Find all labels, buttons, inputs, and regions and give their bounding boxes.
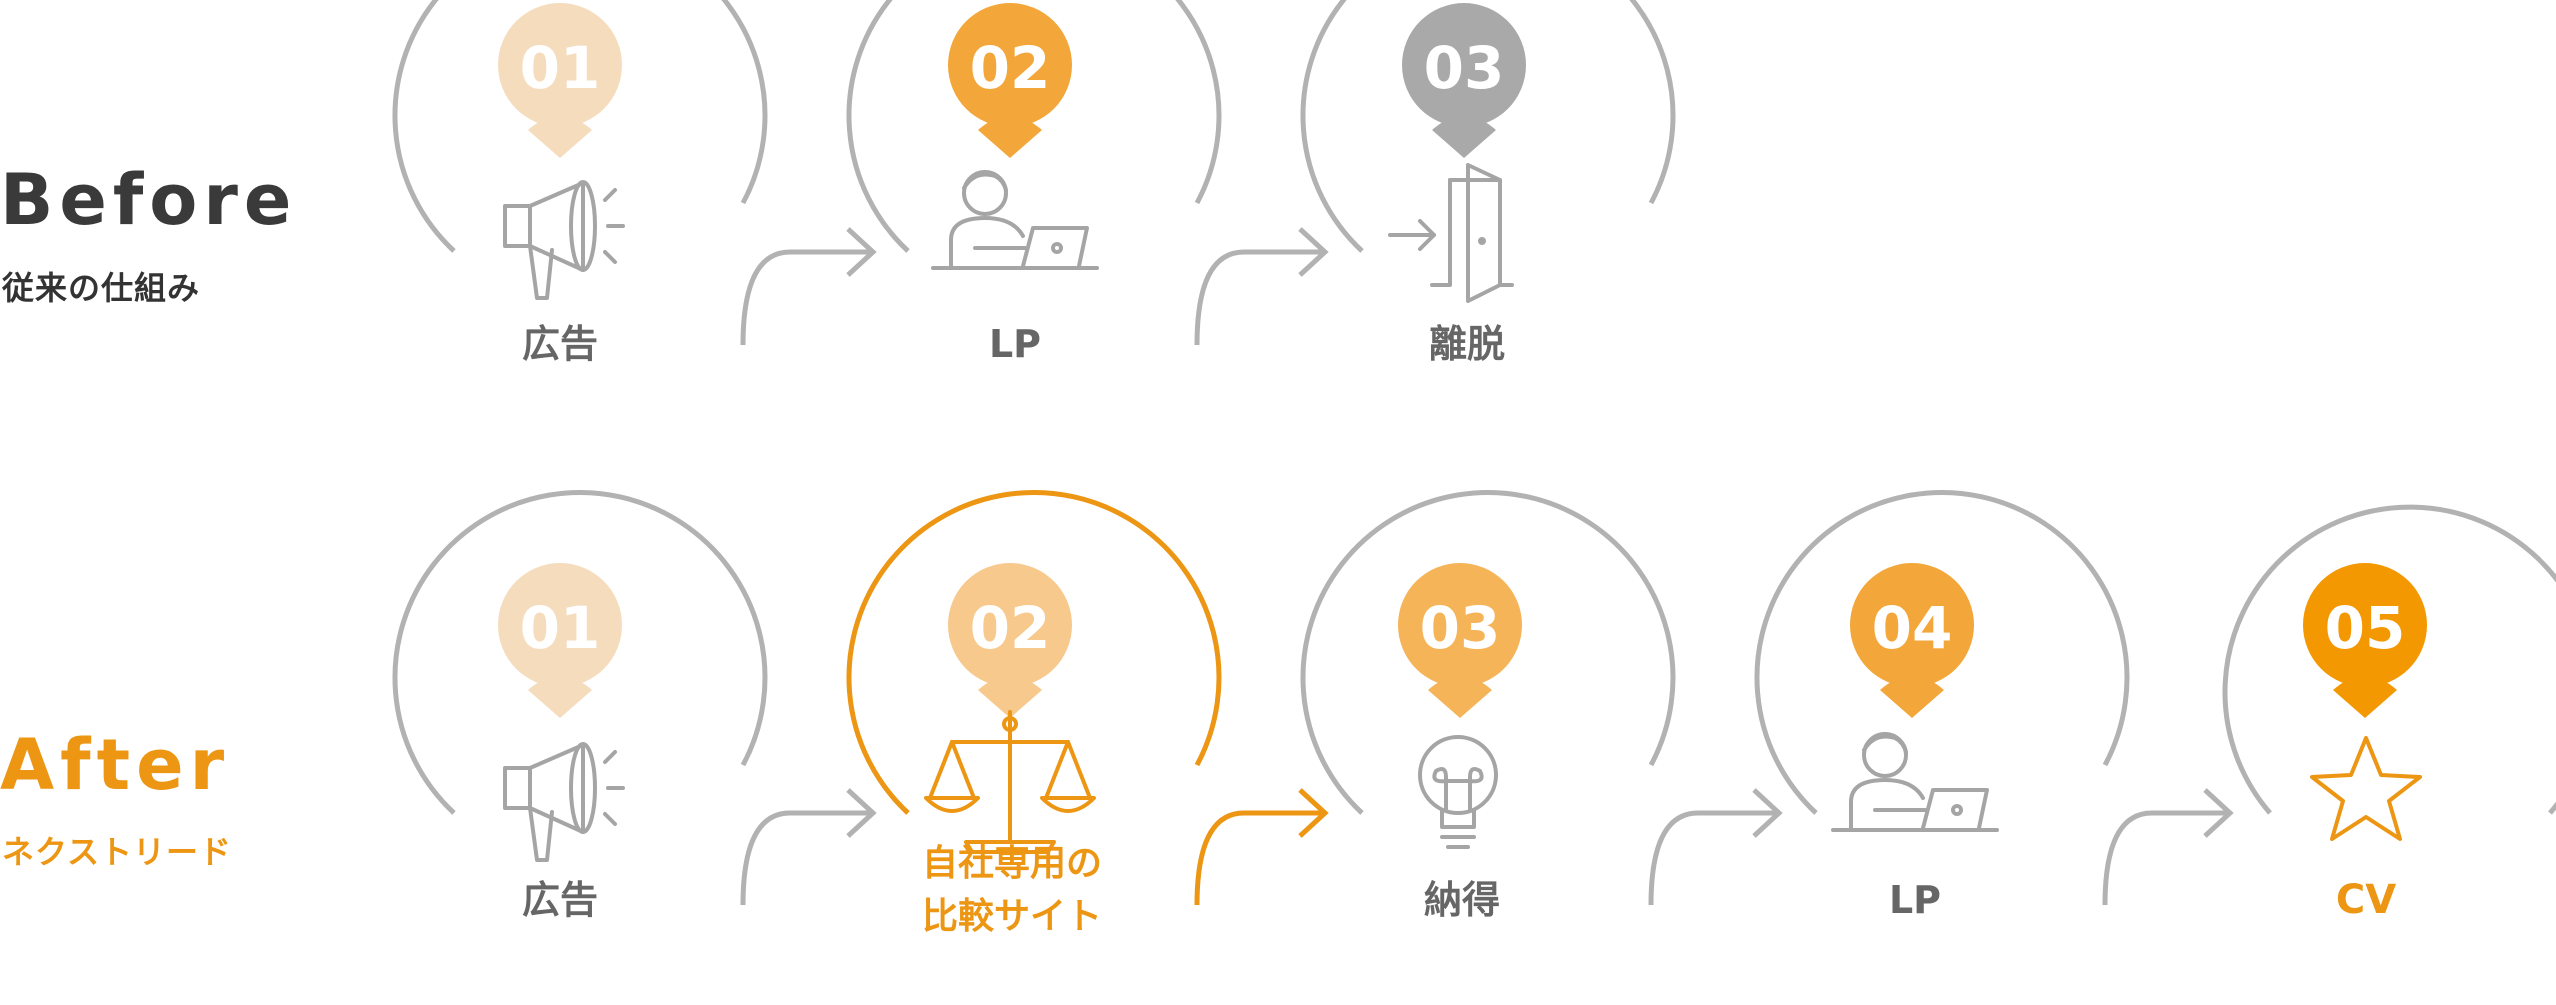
after-step-02-label-line2: 比較サイト [922, 896, 1102, 937]
after-step-03-number: 03 [1420, 594, 1501, 662]
before-step-02-label: LP [989, 322, 1041, 366]
before-step-03-label: 離脱 [1429, 322, 1505, 366]
before-step-01-label: 広告 [522, 322, 598, 366]
after-step-04-label: LP [1889, 878, 1941, 922]
after-step-05-number: 05 [2325, 594, 2406, 662]
after-heading: After [0, 724, 231, 806]
after-step-03: 03 納得 [1300, 490, 1676, 922]
before-arrow-1 [740, 249, 870, 346]
before-subheading: 従来の仕組み [2, 269, 201, 307]
before-step-01-number: 01 [520, 34, 601, 102]
after-arrow-2 [1194, 810, 1322, 906]
balance-scale-icon [924, 710, 1096, 854]
person-at-laptop-icon [1831, 732, 1999, 832]
after-step-01: 01 広告 [392, 490, 768, 922]
after-step-02-number: 02 [970, 594, 1051, 662]
before-step-03-number: 03 [1424, 34, 1505, 102]
before-step-02: 02 LP [846, 0, 1222, 366]
after-step-01-label: 広告 [522, 878, 598, 922]
after-step-04-number: 04 [1872, 594, 1953, 662]
exit-door-icon [1388, 163, 1514, 303]
after-step-04: 04 LP [1754, 490, 2130, 922]
before-arrow-2 [1194, 249, 1322, 346]
before-heading: Before [0, 159, 298, 241]
after-arrow-3 [1648, 810, 1776, 906]
after-arrow-4 [2102, 810, 2227, 906]
after-step-02: 02 自社専用の 比較サイト [846, 490, 1222, 937]
before-step-02-number: 02 [970, 34, 1051, 102]
after-subheading: ネクストリード [2, 833, 233, 871]
megaphone-icon [503, 742, 625, 862]
before-step-01: 01 広告 [392, 0, 768, 366]
lightbulb-icon [1418, 735, 1498, 849]
after-arrow-1 [740, 810, 870, 906]
before-step-03: 03 離脱 [1300, 0, 1676, 366]
after-step-03-label: 納得 [1424, 878, 1500, 922]
after-step-05: 05 CV [2222, 504, 2556, 923]
star-icon [2310, 736, 2422, 841]
megaphone-icon [503, 180, 625, 300]
after-step-05-label: CV [2336, 877, 2396, 923]
after-step-01-number: 01 [520, 594, 601, 662]
after-step-02-label-line1: 自社専用の [922, 843, 1102, 884]
person-at-laptop-icon [931, 170, 1099, 270]
